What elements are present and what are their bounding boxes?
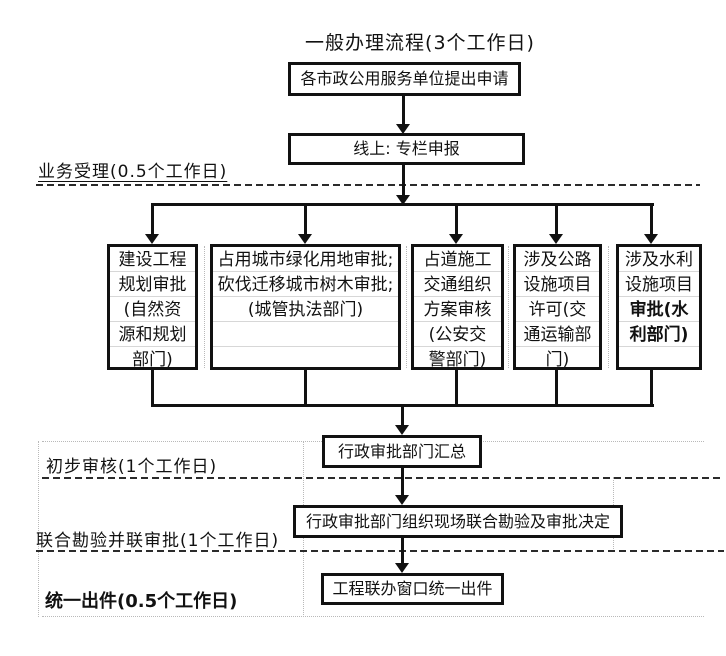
node-apply: 各市政公用服务单位提出申请 bbox=[288, 62, 521, 96]
stage-label-preliminary-review: 初步审核(1个工作日) bbox=[46, 457, 218, 477]
process-box-highway-permit: 涉及公路 设施项目 许可(交 通运输部 门) bbox=[513, 244, 602, 370]
connector-line bbox=[151, 370, 154, 404]
faint-gridline-vertical bbox=[204, 246, 205, 368]
node-issue: 工程联办窗口统一出件 bbox=[321, 573, 504, 605]
arrow-down-icon bbox=[549, 234, 563, 244]
process-box-water-approval: 涉及水利 设施项目 审批(水 利部门) bbox=[616, 244, 702, 370]
process-box-traffic-plan: 占道施工 交通组织 方案审核 (公安交 警部门) bbox=[411, 244, 504, 370]
arrow-down-icon bbox=[395, 425, 409, 435]
arrow-down-icon bbox=[395, 563, 409, 573]
connector-line bbox=[455, 206, 458, 234]
stage-divider-dashed bbox=[36, 184, 700, 186]
arrow-down-icon bbox=[396, 124, 410, 134]
connector-line bbox=[151, 206, 154, 234]
faint-gridline-vertical bbox=[508, 246, 509, 368]
node-summary: 行政审批部门汇总 bbox=[322, 435, 482, 468]
arrow-down-icon bbox=[395, 495, 409, 505]
arrow-down-icon bbox=[298, 234, 312, 244]
connector-line bbox=[455, 370, 458, 404]
process-box-planning-approval: 建设工程 规划审批 (自然资 源和规划 部门) bbox=[107, 244, 198, 370]
process-box-label: 占道施工 交通组织 方案审核 (公安交 警部门) bbox=[423, 250, 492, 370]
process-box-label: 占用城市绿化用地审批; 砍伐迁移城市树木审批; (城管执法部门) bbox=[217, 250, 394, 320]
faint-gridline-vertical bbox=[406, 246, 407, 368]
connector-line bbox=[555, 370, 558, 404]
connector-line bbox=[555, 206, 558, 234]
node-summary-label: 行政审批部门汇总 bbox=[337, 441, 466, 461]
stage-label-joint-inspection: 联合勘验并联审批(1个工作日) bbox=[36, 531, 280, 551]
node-joint-review: 行政审批部门组织现场联合勘验及审批决定 bbox=[293, 505, 623, 538]
page-title: 一般办理流程(3个工作日) bbox=[305, 32, 535, 54]
collector-bar bbox=[151, 404, 654, 407]
stage-divider-dashed bbox=[42, 477, 722, 479]
connector-line bbox=[402, 165, 405, 195]
process-box-greening-approval: 占用城市绿化用地审批; 砍伐迁移城市树木审批; (城管执法部门) bbox=[210, 244, 401, 370]
distribution-bar bbox=[151, 203, 654, 206]
connector-line bbox=[401, 468, 404, 496]
arrow-down-icon bbox=[644, 234, 658, 244]
connector-line bbox=[402, 96, 405, 125]
connector-line bbox=[304, 370, 307, 404]
faint-gridline-vertical bbox=[608, 246, 609, 368]
node-online: 线上: 专栏申报 bbox=[288, 133, 525, 165]
arrow-down-icon bbox=[396, 195, 410, 205]
process-box-label-bold: 审批(水 利部门) bbox=[629, 300, 689, 345]
connector-line bbox=[401, 407, 404, 426]
node-issue-label: 工程联办窗口统一出件 bbox=[332, 579, 493, 598]
stage-label-acceptance: 业务受理(0.5个工作日) bbox=[38, 162, 228, 182]
faint-gridline-horizontal bbox=[42, 616, 704, 617]
process-box-label: 涉及水利 设施项目 bbox=[625, 250, 693, 295]
connector-line bbox=[650, 370, 653, 404]
faint-gridline-vertical bbox=[38, 441, 39, 617]
arrow-down-icon bbox=[449, 234, 463, 244]
node-apply-label: 各市政公用服务单位提出申请 bbox=[300, 69, 509, 88]
connector-line bbox=[304, 206, 307, 234]
process-box-label: 建设工程 规划审批 (自然资 源和规划 部门) bbox=[118, 250, 187, 370]
connector-line bbox=[401, 538, 404, 564]
arrow-down-icon bbox=[145, 234, 159, 244]
stage-divider-dashed bbox=[36, 550, 724, 552]
node-online-label: 线上: 专栏申报 bbox=[353, 139, 460, 158]
stage-label-unified-issuance: 统一出件(0.5个工作日) bbox=[45, 591, 238, 612]
process-box-label: 涉及公路 设施项目 许可(交 通运输部 门) bbox=[523, 250, 592, 370]
node-joint-review-label: 行政审批部门组织现场联合勘验及审批决定 bbox=[305, 511, 610, 531]
connector-line bbox=[650, 206, 653, 234]
